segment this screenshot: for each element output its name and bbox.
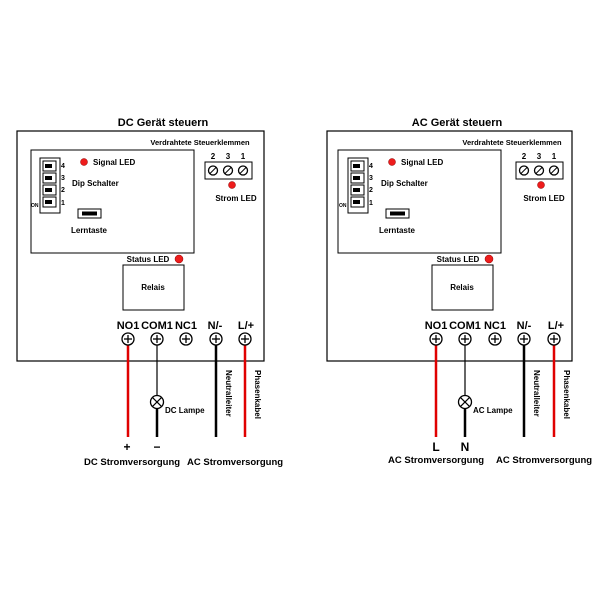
- dc-terminal-l-label: L/+: [238, 320, 254, 332]
- ac-learn-button: [385, 208, 410, 219]
- ac-supply-n: N: [461, 440, 470, 454]
- ac-strom-led-label: Strom LED: [523, 194, 565, 203]
- dc-dip-switch: [39, 157, 61, 214]
- ac-signal-led-label: Signal LED: [401, 158, 443, 167]
- dc-dip-on-label: ON: [31, 203, 39, 209]
- dc-lerntaste-label: Lerntaste: [71, 226, 108, 235]
- dc-receiver-module: [30, 149, 195, 254]
- ac-control-terminal-block: [515, 161, 564, 180]
- dc-dip-number-2: 2: [61, 187, 65, 194]
- dc-terminal-com1-label: COM1: [141, 320, 173, 332]
- ac-dip-on-label: ON: [339, 203, 347, 209]
- ac-title: AC Gerät steuern: [412, 117, 503, 129]
- ac-lamp-label: AC Lampe: [473, 406, 513, 415]
- ac-diagram: AC Gerät steuern Verdrahtete Steuerklemm…: [326, 117, 592, 466]
- dc-screw-terminals: [121, 332, 252, 346]
- dc-terminal-block-label: Verdrahtete Steuerklemmen: [150, 138, 250, 147]
- ac-dip-schalter-label: Dip Schalter: [381, 179, 428, 188]
- dc-status-led: [174, 254, 184, 264]
- dc-dip-number-3: 3: [61, 175, 65, 182]
- dc-supply-plus: +: [123, 440, 130, 454]
- ac-terminal-l-label: L/+: [548, 320, 564, 332]
- ac-lamp-icon: [457, 394, 473, 410]
- ac-supply-left-label: AC Stromversorgung: [388, 455, 484, 466]
- dc-neutral-label: Neutralleiter: [224, 370, 233, 417]
- ac-dip-number-4: 4: [369, 163, 373, 170]
- ac-status-led-label: Status LED: [437, 255, 480, 264]
- ac-terminal-no1-label: NO1: [425, 320, 448, 332]
- ac-terminal-n-label: N/-: [517, 320, 532, 332]
- dc-signal-led-label: Signal LED: [93, 158, 135, 167]
- ac-terminal-nc1-label: NC1: [484, 320, 506, 332]
- ac-dip-number-3: 3: [369, 175, 373, 182]
- ac-signal-led: [388, 158, 396, 166]
- dc-learn-button: [77, 208, 102, 219]
- dc-signal-led: [80, 158, 88, 166]
- ac-status-led: [484, 254, 494, 264]
- dc-receiver-board: [16, 130, 265, 362]
- ac-dip-number-1: 1: [369, 200, 373, 207]
- dc-title: DC Gerät steuern: [118, 117, 209, 129]
- ac-relay: [431, 264, 494, 311]
- dc-control-terminal-block: [204, 161, 253, 180]
- ac-terminal-number-3: 3: [537, 152, 542, 161]
- ac-supply-right-label: AC Stromversorgung: [496, 455, 592, 466]
- dc-dip-number-4: 4: [61, 163, 65, 170]
- dc-status-led-label: Status LED: [127, 255, 170, 264]
- dc-diagram: DC Gerät steuern Verdrahtete Steuerklemm…: [16, 117, 283, 468]
- ac-supply-l: L: [432, 440, 439, 454]
- dc-terminal-nc1-label: NC1: [175, 320, 197, 332]
- dc-relay: [122, 264, 185, 311]
- ac-screw-terminals: [429, 332, 561, 346]
- dc-terminal-number-1: 1: [241, 152, 246, 161]
- dc-terminal-n-label: N/-: [208, 320, 223, 332]
- dc-strom-led: [228, 181, 236, 189]
- ac-terminal-number-2: 2: [522, 152, 527, 161]
- dc-supply-left-label: DC Stromversorgung: [84, 457, 180, 468]
- ac-terminal-block-label: Verdrahtete Steuerklemmen: [462, 138, 562, 147]
- ac-strom-led: [537, 181, 545, 189]
- ac-dip-number-2: 2: [369, 187, 373, 194]
- dc-supply-right-label: AC Stromversorgung: [187, 457, 283, 468]
- ac-receiver-board: [326, 130, 573, 362]
- dc-lamp-label: DC Lampe: [165, 406, 205, 415]
- ac-neutral-label: Neutralleiter: [532, 370, 541, 417]
- dc-terminal-no1-label: NO1: [117, 320, 140, 332]
- ac-receiver-module: [337, 149, 502, 254]
- dc-strom-led-label: Strom LED: [215, 194, 257, 203]
- dc-phase-label: Phasenkabel: [253, 370, 262, 419]
- ac-dip-switch: [347, 157, 369, 214]
- ac-phase-label: Phasenkabel: [562, 370, 571, 419]
- ac-relay-label: Relais: [450, 283, 474, 292]
- dc-dip-number-1: 1: [61, 200, 65, 207]
- ac-lerntaste-label: Lerntaste: [379, 226, 416, 235]
- dc-lamp-icon: [149, 394, 165, 410]
- dc-terminal-number-2: 2: [211, 152, 216, 161]
- ac-terminal-com1-label: COM1: [449, 320, 481, 332]
- dc-terminal-number-3: 3: [226, 152, 231, 161]
- dc-supply-minus: −: [153, 440, 160, 454]
- dc-dip-schalter-label: Dip Schalter: [72, 179, 119, 188]
- dc-relay-label: Relais: [141, 283, 165, 292]
- ac-terminal-number-1: 1: [552, 152, 557, 161]
